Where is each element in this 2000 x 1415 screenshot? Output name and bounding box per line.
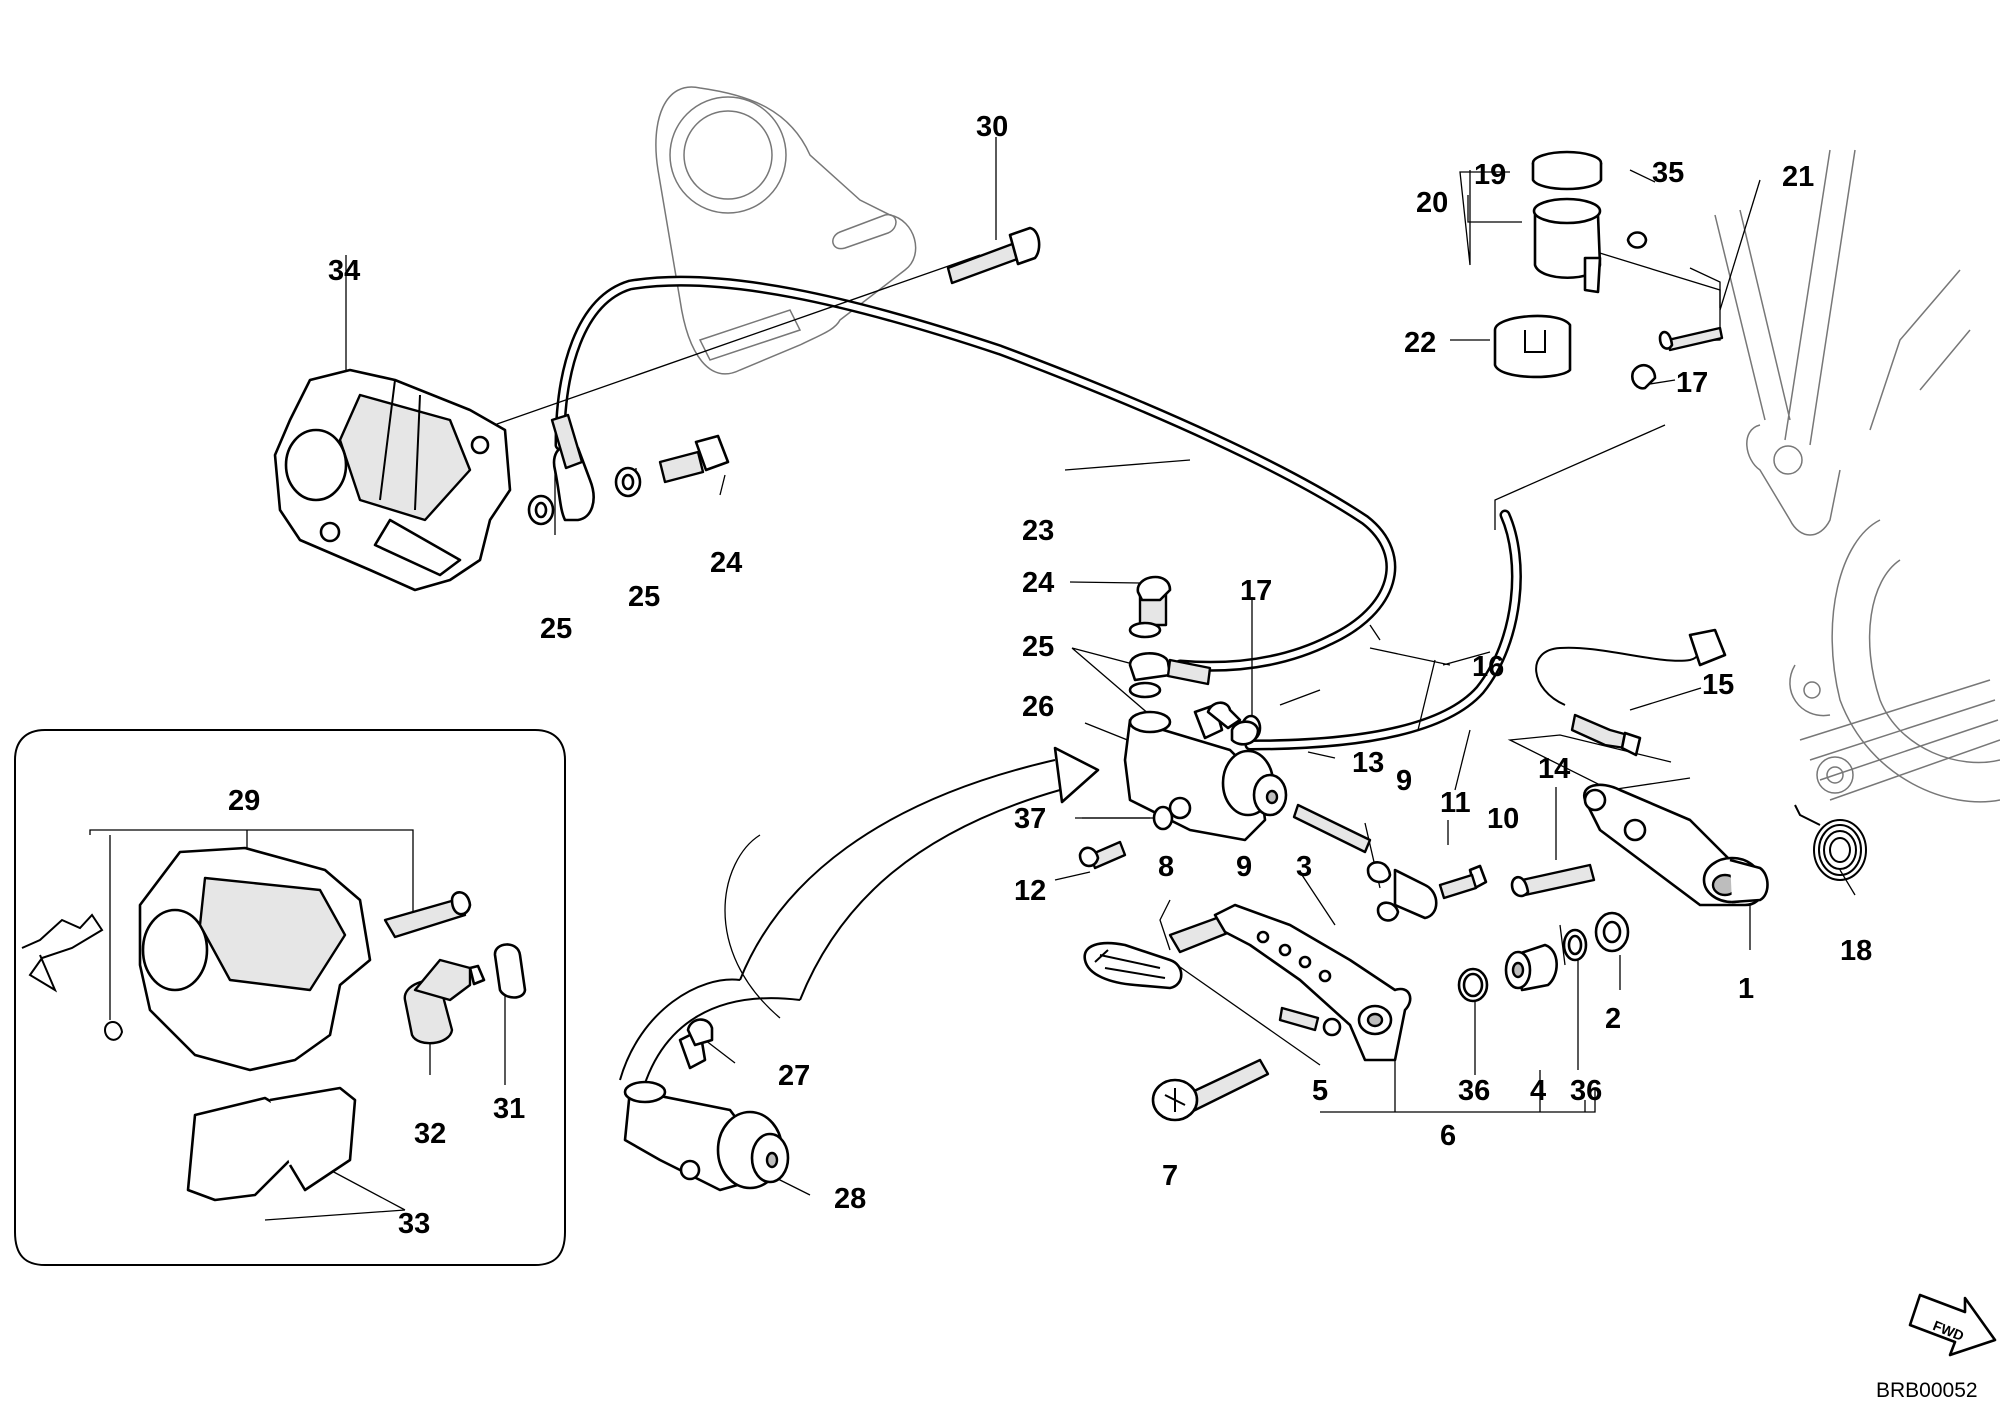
callout-9-lower: 9: [1236, 851, 1252, 883]
callout-9-upper: 9: [1396, 765, 1412, 797]
callout-2: 2: [1605, 1003, 1621, 1035]
reservoir-assembly: [1493, 150, 1724, 390]
brake-pedal-5: [1083, 903, 1412, 1062]
return-spring-18: [1794, 804, 1867, 881]
brake-switch-15: [1570, 628, 1727, 757]
callout-labels: 1 2 3 4 5 6 7 8 9 9 10 11 12 13 14 15 16…: [228, 111, 1872, 1240]
callout-25-cylinder: 25: [1022, 631, 1054, 663]
callout-37: 37: [1014, 803, 1046, 835]
fwd-arrow-icon: FWD: [1908, 1293, 1997, 1357]
callout-5: 5: [1312, 1075, 1328, 1107]
rear-caliper-34: [273, 368, 512, 592]
caliper-banjo-set: [527, 413, 730, 526]
reference-arrow: [619, 746, 1100, 1101]
callout-26: 26: [1022, 691, 1054, 723]
bolt-30: [946, 226, 1041, 285]
callout-17-lower: 17: [1240, 575, 1272, 607]
bolt-12: [1078, 840, 1127, 870]
callout-24-caliper: 24: [710, 547, 742, 579]
inset-panel: [14, 729, 566, 1266]
clip-17-lower: [1230, 720, 1260, 746]
pedal-bracket-1: [1510, 783, 1769, 907]
callout-14: 14: [1538, 753, 1570, 785]
callout-7: 7: [1162, 1160, 1178, 1192]
callout-1: 1: [1738, 973, 1754, 1005]
callout-16: 16: [1472, 651, 1504, 683]
callout-4: 4: [1530, 1075, 1546, 1107]
washer-37: [1152, 805, 1174, 831]
callout-8: 8: [1158, 851, 1174, 883]
reservoir-hose-16: [1244, 509, 1522, 751]
callout-25-left: 25: [540, 613, 572, 645]
callout-36-left: 36: [1458, 1075, 1490, 1107]
callout-31: 31: [493, 1093, 525, 1125]
callout-21: 21: [1782, 161, 1814, 193]
master-cylinder-26: [1123, 575, 1288, 842]
callout-27: 27: [778, 1060, 810, 1092]
pushrod-13: [1292, 803, 1372, 854]
callout-20: 20: [1416, 187, 1448, 219]
pivot-hardware: [1151, 911, 1630, 1122]
callout-11: 11: [1440, 787, 1471, 819]
callout-29: 29: [228, 785, 260, 817]
frame-outline: [1714, 149, 2000, 803]
caliper-bracket-outline: [655, 86, 917, 375]
leader-lines: [264, 137, 1856, 1221]
callout-24-cylinder: 24: [1022, 567, 1054, 599]
callout-10: 10: [1487, 803, 1519, 835]
callout-34: 34: [328, 255, 360, 287]
callout-18: 18: [1840, 935, 1872, 967]
callout-25-right: 25: [628, 581, 660, 613]
callout-33: 33: [398, 1208, 430, 1240]
callout-3: 3: [1296, 851, 1312, 883]
callout-36-right: 36: [1570, 1075, 1602, 1107]
clevis-11: [1366, 861, 1488, 922]
brake-hose-23: [554, 275, 1397, 672]
master-cylinder-28: [623, 1018, 790, 1192]
callout-6: 6: [1440, 1120, 1456, 1152]
callout-12: 12: [1014, 875, 1046, 907]
callout-23: 23: [1022, 515, 1054, 547]
callout-28: 28: [834, 1183, 866, 1215]
callout-19: 19: [1474, 159, 1506, 191]
callout-17-upper: 17: [1676, 367, 1708, 399]
callout-32: 32: [414, 1118, 446, 1150]
callout-30: 30: [976, 111, 1008, 143]
callout-22: 22: [1404, 327, 1436, 359]
callout-13: 13: [1352, 747, 1384, 779]
callout-15: 15: [1702, 669, 1734, 701]
drawing-code: BRB00052: [1876, 1379, 1978, 1402]
callout-35: 35: [1652, 157, 1684, 189]
